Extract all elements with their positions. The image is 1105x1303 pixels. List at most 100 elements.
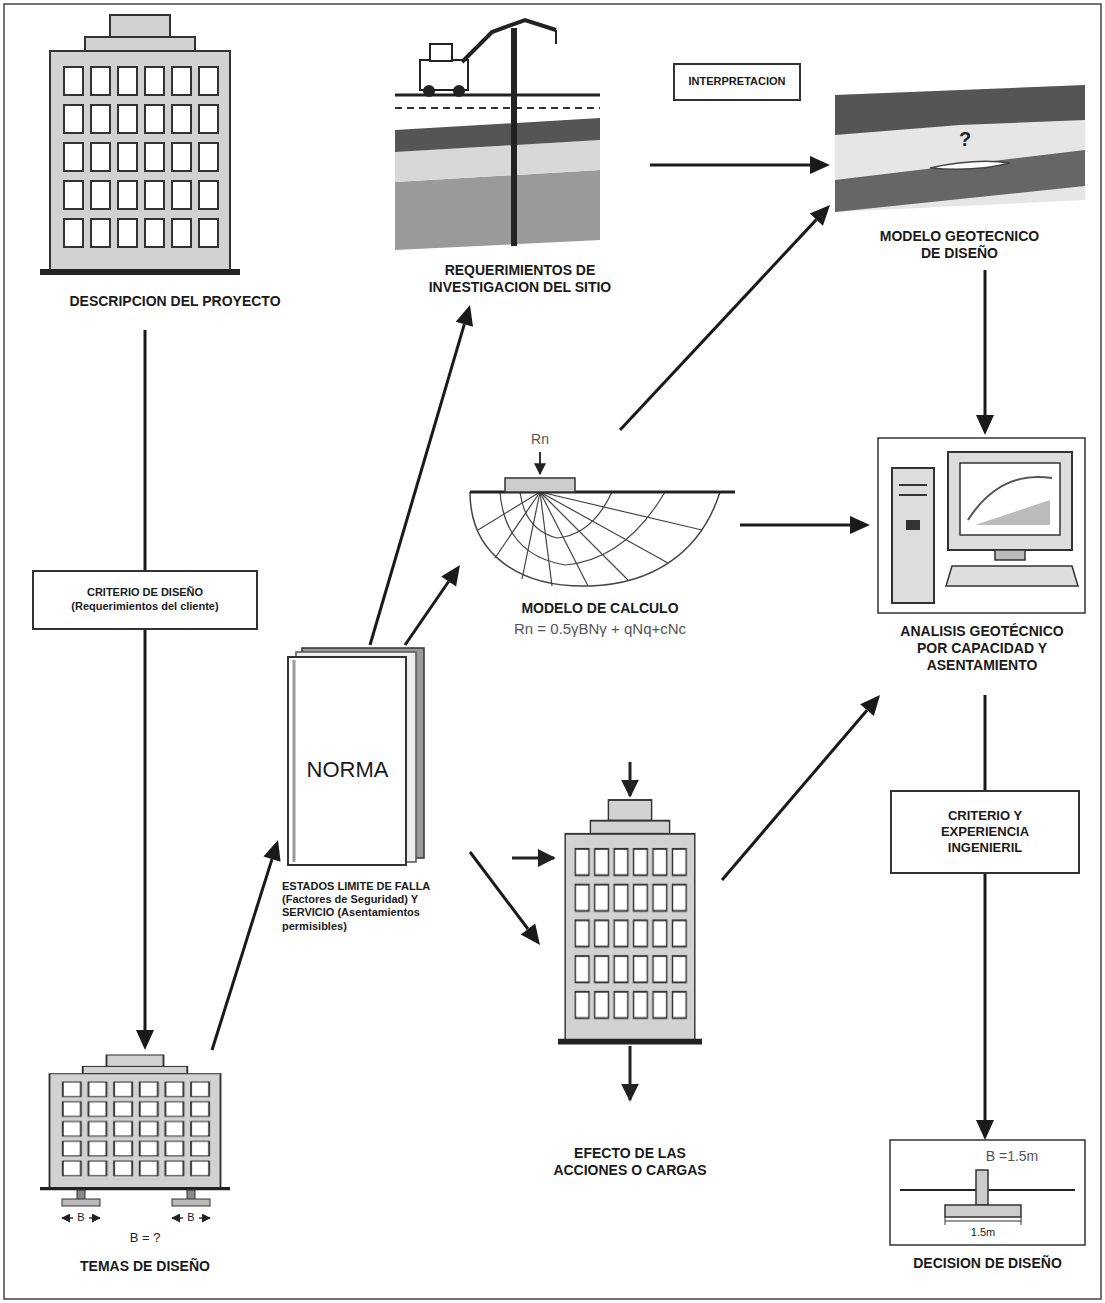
dimension-label: B <box>187 1211 194 1224</box>
figure-node: TEMAS DE DISEÑO <box>30 1050 262 1285</box>
computer-figure <box>878 438 1085 613</box>
arrow-head <box>456 305 473 327</box>
flow-line <box>650 164 810 167</box>
site-investigation-figure <box>511 28 517 246</box>
flow-arrow <box>405 565 460 645</box>
footing-decision-figure <box>890 1140 1085 1245</box>
computer-figure <box>948 452 1072 550</box>
building-footings-figure <box>172 1217 183 1219</box>
flow-arrow <box>620 205 830 430</box>
figure-caption: REQUERIMIENTOS DE INVESTIGACION DEL SITI… <box>400 262 640 296</box>
footing-decision-figure <box>1021 1217 1022 1225</box>
arrow-head <box>976 415 994 435</box>
flow-arrow <box>650 156 830 174</box>
site-investigation-figure <box>423 85 435 97</box>
figure-caption: NORMA <box>290 757 405 783</box>
computer-figure <box>878 438 1085 613</box>
arrow-head <box>810 205 830 226</box>
building-footings-figure <box>40 1055 230 1218</box>
computer-figure <box>899 484 927 486</box>
geotechnical-model-figure <box>835 85 1085 212</box>
flow-line <box>740 524 850 527</box>
figure-caption: MODELO DE CALCULO <box>470 600 730 617</box>
geotechnical-model-figure <box>930 161 1010 169</box>
building-footings-figure <box>199 1217 210 1219</box>
figure-caption: ANALISIS GEOTÉCNICO POR CAPACIDAD Y ASEN… <box>887 623 1077 673</box>
code-book-figure <box>288 648 424 865</box>
bearing-capacity-figure <box>505 478 575 492</box>
arrow-head <box>976 1120 994 1140</box>
loaded-building-figure <box>558 800 702 1042</box>
flow-arrow <box>976 695 994 1140</box>
figure-node: NORMA ESTADOS LIMITE DE FALLA (Factores d… <box>278 645 470 950</box>
footing-decision-figure <box>945 1217 946 1225</box>
dimension-label: Rn <box>531 431 549 448</box>
flow-arrow <box>722 695 880 880</box>
computer-figure <box>906 520 920 530</box>
footing-decision-figure <box>890 1140 1085 1245</box>
figure-caption: EFECTO DE LAS ACCIONES O CARGAS <box>540 1145 720 1179</box>
flow-line <box>470 852 528 929</box>
bearing-capacity-figure <box>520 492 612 538</box>
dimension-label: ? <box>959 127 971 151</box>
site-investigation-figure <box>395 20 600 250</box>
bearing-capacity-figure <box>540 492 552 586</box>
figure-node: MODELO GEOTECNICO DE DISEÑO <box>830 80 1090 270</box>
computer-figure <box>946 566 1078 586</box>
flow-arrow <box>740 516 870 534</box>
site-investigation-figure <box>430 44 452 61</box>
building-footings-figure <box>62 1217 73 1219</box>
dimension-label: B =1.5m <box>986 1148 1039 1165</box>
bearing-capacity-figure <box>470 452 735 586</box>
flow-arrow <box>136 330 154 1050</box>
flow-line <box>984 695 987 1120</box>
arrow-head <box>860 695 880 716</box>
arrow-head <box>441 565 460 587</box>
site-investigation-figure <box>395 118 600 152</box>
site-investigation-figure <box>395 107 600 109</box>
dimension-label: B = ? <box>130 1230 161 1246</box>
flow-line <box>722 710 867 880</box>
footing-decision-figure <box>976 1170 988 1205</box>
figure-node: ANALISIS GEOTÉCNICO POR CAPACIDAD Y ASEN… <box>870 435 1095 695</box>
building-footings-figure <box>62 1199 100 1206</box>
computer-figure <box>995 550 1025 560</box>
figure-text: ESTADOS LIMITE DE FALLA (Factores de Seg… <box>282 880 468 933</box>
building-footings-figure <box>172 1199 210 1206</box>
bearing-capacity-figure <box>522 492 540 579</box>
bearing-capacity-figure <box>478 492 540 530</box>
page-frame <box>4 4 1101 1299</box>
flow-line <box>212 859 272 1050</box>
loaded-building-figure <box>512 762 702 1100</box>
flow-line <box>984 270 987 415</box>
geotechnical-model-figure <box>835 85 1085 212</box>
site-investigation-figure <box>395 170 600 250</box>
flow-arrow <box>212 840 281 1050</box>
flow-arrow <box>470 852 540 945</box>
code-book-figure <box>288 657 406 865</box>
site-investigation-figure <box>453 85 465 97</box>
flow-line <box>370 324 464 645</box>
bearing-capacity-figure <box>539 452 541 474</box>
dimension-label: 1.5m <box>971 1226 995 1239</box>
figure-text: Rn = 0.5γBNγ + qNq+cNc <box>470 620 730 638</box>
figure-caption: DESCRIPCION DEL PROYECTO <box>30 293 320 310</box>
edge-label-box: INTERPRETACION <box>673 63 802 101</box>
figure-caption: TEMAS DE DISEÑO <box>30 1258 260 1275</box>
site-investigation-figure <box>462 20 556 62</box>
figure-node: EFECTO DE LAS ACCIONES O CARGAS <box>540 760 722 1183</box>
building-footings-figure <box>40 1055 230 1189</box>
flow-line <box>144 330 147 1030</box>
flow-arrow <box>976 270 994 435</box>
bearing-capacity-figure <box>540 492 628 580</box>
arrow-head <box>521 924 540 945</box>
figure-node: REQUERIMIENTOS DE INVESTIGACION DEL SITI… <box>390 10 650 305</box>
flow-arrow <box>370 305 473 645</box>
loaded-building-figure <box>629 762 632 796</box>
bearing-capacity-figure <box>540 492 588 586</box>
bearing-capacity-figure <box>478 492 702 586</box>
edge-label-box: CRITERIO DE DISEÑO (Requerimientos del c… <box>32 570 258 630</box>
site-investigation-figure <box>555 30 557 44</box>
arrow-head <box>810 156 830 174</box>
